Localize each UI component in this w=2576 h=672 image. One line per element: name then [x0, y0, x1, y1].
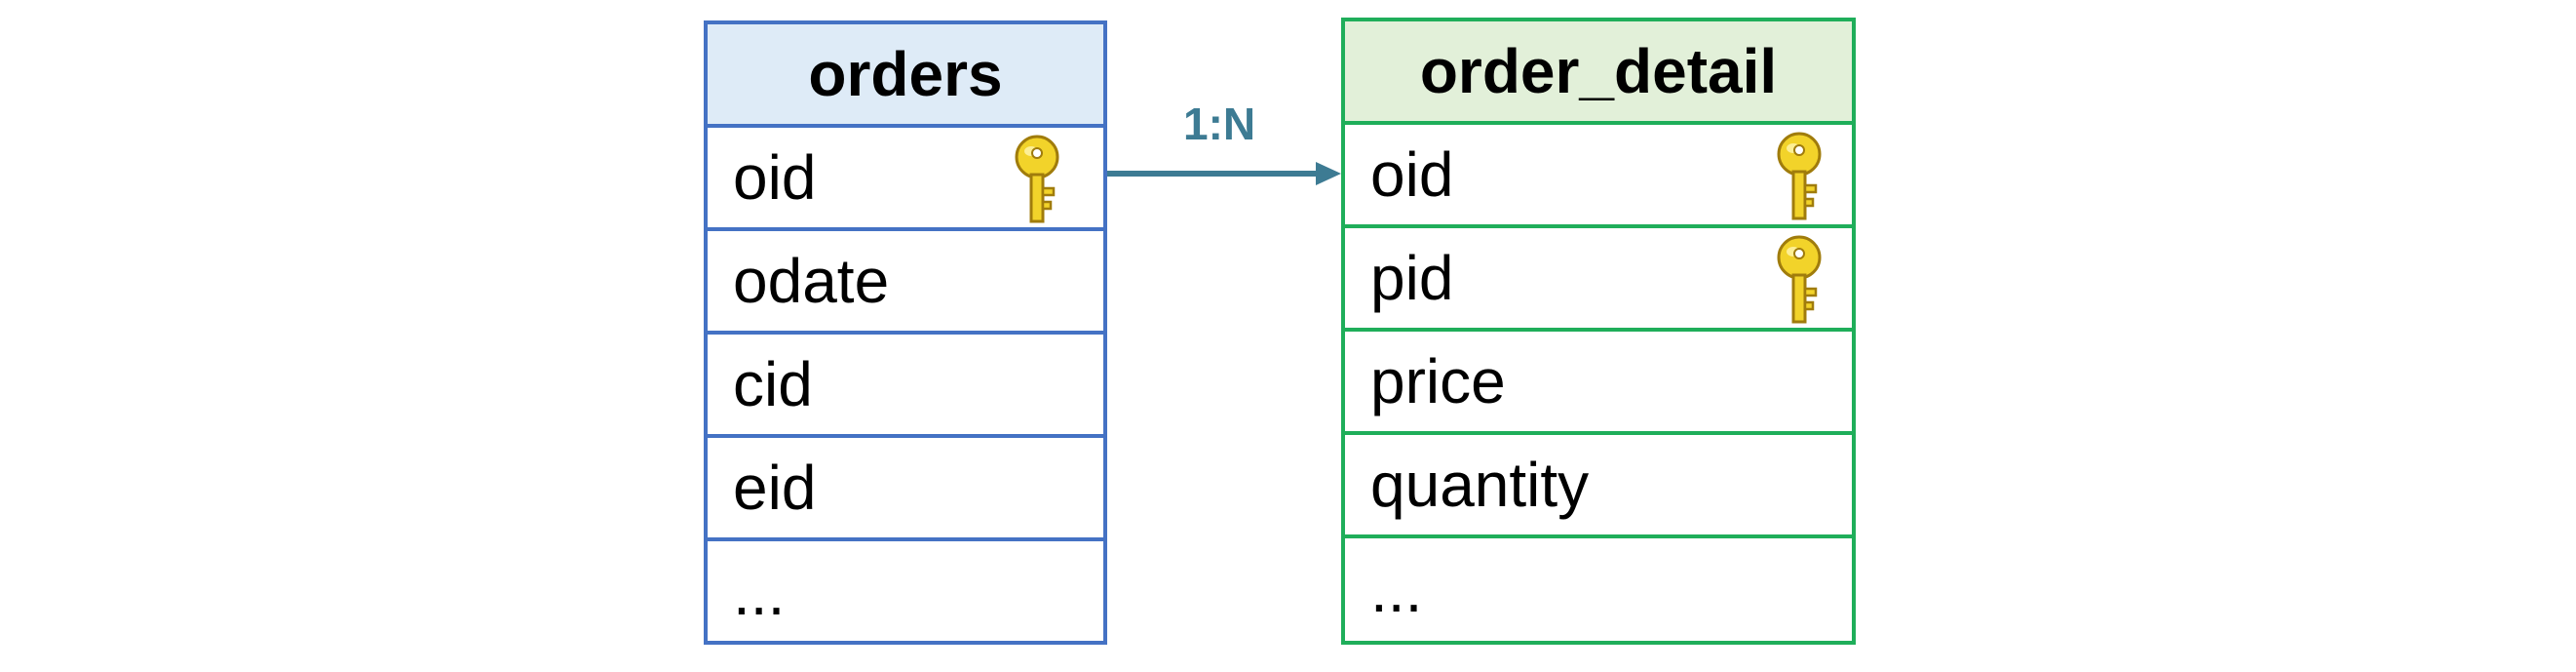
relation-cardinality-label: 1:N: [1183, 99, 1256, 149]
order-detail-field-row: pid: [1345, 228, 1852, 332]
key-icon: [1772, 131, 1826, 222]
orders-field-row: oid: [708, 128, 1103, 231]
order-detail-field-row: oid: [1345, 125, 1852, 228]
order-detail-table-title: order_detail: [1419, 36, 1778, 106]
orders-field-name: odate: [733, 246, 890, 316]
orders-field-name: ...: [733, 558, 786, 628]
orders-field-row: eid: [708, 438, 1103, 541]
arrow-right-icon: [1107, 162, 1341, 185]
orders-field-row: cid: [708, 335, 1103, 438]
order-detail-field-row: quantity: [1345, 435, 1852, 538]
order-detail-field-name: ...: [1370, 555, 1423, 625]
order-detail-table-header: order_detail: [1345, 21, 1852, 125]
key-icon: [1010, 134, 1064, 225]
orders-field-name: cid: [733, 349, 813, 419]
order-detail-field-row: ...: [1345, 538, 1852, 642]
order-detail-table: order_detail oid pid price quantity ...: [1341, 18, 1856, 645]
order-detail-field-name: price: [1370, 346, 1506, 416]
order-detail-field-name: oid: [1370, 139, 1454, 210]
orders-field-name: eid: [733, 453, 817, 523]
key-icon: [1772, 234, 1826, 326]
order-detail-field-name: pid: [1370, 243, 1454, 313]
orders-field-row: odate: [708, 231, 1103, 335]
orders-table-header: orders: [708, 24, 1103, 128]
order-detail-field-row: price: [1345, 332, 1852, 435]
orders-table: orders oid odate cid eid ...: [704, 20, 1107, 645]
orders-table-title: orders: [808, 39, 1003, 109]
order-detail-field-name: quantity: [1370, 450, 1590, 520]
orders-field-name: oid: [733, 142, 817, 213]
orders-field-row: ...: [708, 541, 1103, 645]
